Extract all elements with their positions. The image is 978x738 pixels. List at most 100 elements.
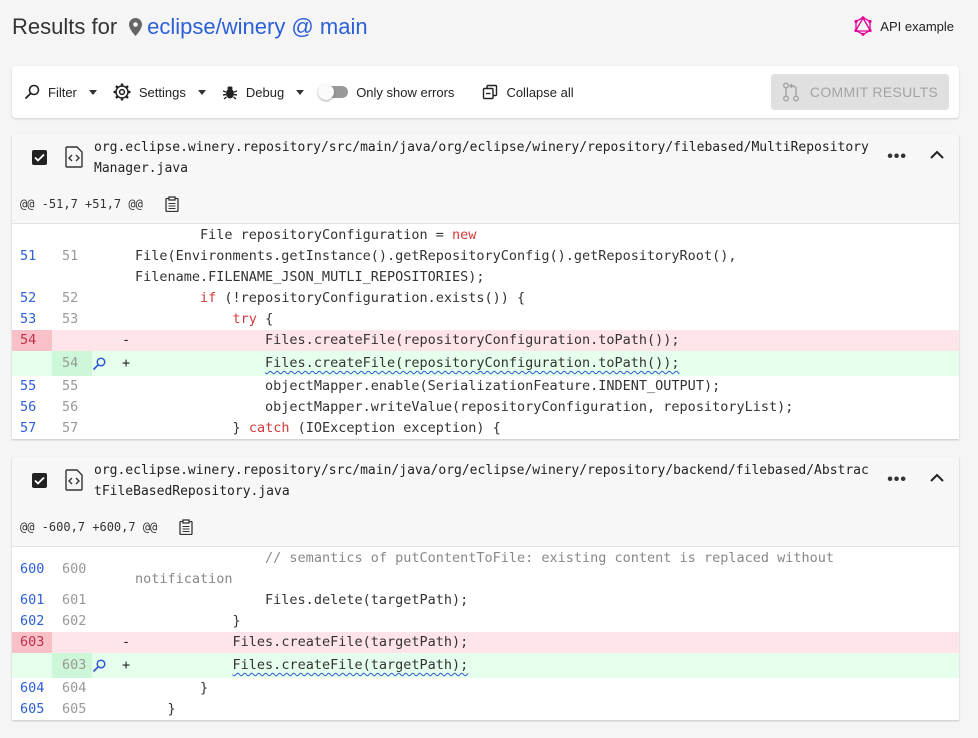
old-line-number: 604 [20,680,45,696]
result-card: org.eclipse.winery.repository/src/main/j… [12,134,959,439]
old-line-number: 600 [20,560,45,577]
code-file-icon [65,146,83,168]
code-text: } catch (IOException exception) { [135,420,501,436]
filter-search-icon [24,84,40,100]
code-text: } [135,613,241,629]
old-line-number: 605 [20,701,45,717]
code-file-icon [65,469,83,491]
old-line-number: 602 [20,613,45,629]
page-header: Results for eclipse/winery @ main API ex… [12,10,954,44]
hunk-range: @@ -51,7 +51,7 @@ [20,196,143,211]
file-checkbox[interactable] [32,473,47,488]
new-line-number: 51 [62,248,79,264]
hunk-range: @@ -600,7 +600,7 @@ [20,519,158,534]
settings-label: Settings [138,84,186,100]
new-line-number: 600 [62,560,87,577]
new-line-number: 55 [62,378,79,394]
inspect-icon[interactable] [92,356,106,371]
result-card: org.eclipse.winery.repository/src/main/j… [12,457,959,720]
code-text: File(Environments.getInstance().getRepos… [135,248,745,285]
debug-button[interactable]: Debug [222,84,305,100]
code-text: File repositoryConfiguration = new [135,227,477,243]
code-text: Files.createFile(targetPath); [135,634,469,650]
debug-label: Debug [245,84,285,100]
code-line: File repositoryConfiguration = new [12,225,959,246]
new-line-number: 603 [52,653,92,678]
code-text: try { [232,311,274,327]
new-line-number: 53 [62,311,79,327]
new-line-number: 57 [62,420,79,436]
bug-icon [222,86,238,100]
gear-icon [113,83,131,101]
chevron-up-icon[interactable] [929,470,945,486]
old-line-number: 601 [20,592,45,608]
check-icon [34,153,45,162]
old-line-number: 52 [20,290,37,306]
code-comment: // semantics of putContentToFile: existi… [135,550,843,587]
code-line: 600 600 // semantics of putContentToFile… [12,548,959,590]
chevron-down-icon [88,89,97,95]
code-text: Files.createFile(repositoryConfiguration… [135,332,680,348]
new-line-number: 52 [62,290,79,306]
more-options-icon[interactable]: ••• [887,148,907,165]
inspect-icon[interactable] [92,658,106,673]
new-line-number: 54 [52,351,92,376]
toggle-switch[interactable] [318,84,349,100]
code-diff: File repositoryConfiguration = new 51 51… [12,224,959,439]
code-text: objectMapper.enable(SerializationFeature… [135,378,721,394]
code-line: 51 51 File(Environments.getInstance().ge… [12,246,959,288]
code-text: } [135,680,209,696]
results-toolbar: Filter Settings Debug Only show errors C… [12,66,959,118]
code-line: 605 605 } [12,699,959,720]
added-line: 603 + Files.createFile(targetPath); [12,653,959,678]
commit-results-label: COMMIT RESULTS [809,84,939,100]
file-path: org.eclipse.winery.repository/src/main/j… [94,463,869,499]
diff-sign: - [122,332,131,348]
collapse-all-label: Collapse all [506,84,574,100]
api-example-link[interactable]: API example [854,16,954,36]
location-pin-icon [129,17,143,37]
code-diff: 600 600 // semantics of putContentToFile… [12,547,959,720]
error-underline[interactable]: Files.createFile(repositoryConfiguration… [265,355,680,371]
diff-sign: + [122,355,131,371]
code-text: } [135,701,176,717]
code-line: 602 602 } [12,611,959,632]
diff-sign: - [122,634,131,650]
only-errors-toggle[interactable]: Only show errors [318,84,454,100]
chevron-up-icon[interactable] [929,147,945,163]
new-line-number: 56 [62,399,79,415]
old-line-number: 53 [20,311,37,327]
hunk-header: @@ -600,7 +600,7 @@ [12,507,959,547]
code-line: 53 53 try { [12,309,959,330]
git-pull-request-icon [782,82,799,102]
new-line-number: 601 [62,592,87,608]
settings-button[interactable]: Settings [113,83,206,101]
repo-link[interactable]: eclipse/winery @ main [147,14,368,39]
code-text: Files.delete(targetPath); [135,592,469,608]
more-options-icon[interactable]: ••• [887,471,907,488]
file-path: org.eclipse.winery.repository/src/main/j… [94,140,869,176]
deleted-line: 54 - Files.createFile(repositoryConfigur… [12,330,959,351]
clipboard-icon[interactable] [179,518,193,535]
clipboard-icon[interactable] [165,195,179,212]
filter-button[interactable]: Filter [24,84,97,100]
filter-label: Filter [48,84,77,100]
code-line: 601 601 Files.delete(targetPath); [12,590,959,611]
old-line-number: 51 [20,248,37,264]
code-line: 56 56 objectMapper.writeValue(repository… [12,397,959,418]
code-text: Files.createFile(targetPath); [135,653,959,678]
hunk-header: @@ -51,7 +51,7 @@ [12,184,959,224]
file-header: org.eclipse.winery.repository/src/main/j… [12,134,959,184]
file-checkbox[interactable] [32,150,47,165]
collapse-icon [483,84,498,100]
graphql-icon [854,16,872,36]
error-underline[interactable]: Files.createFile(targetPath); [232,657,469,673]
old-line-number: 54 [12,330,52,351]
code-line: 52 52 if (!repositoryConfiguration.exist… [12,288,959,309]
code-line: 604 604 } [12,678,959,699]
chevron-down-icon [296,89,305,95]
code-text: Files.createFile(repositoryConfiguration… [135,351,959,376]
collapse-all-button[interactable]: Collapse all [482,84,574,100]
commit-results-button[interactable]: COMMIT RESULTS [771,74,949,110]
old-line-number: 57 [20,420,37,436]
